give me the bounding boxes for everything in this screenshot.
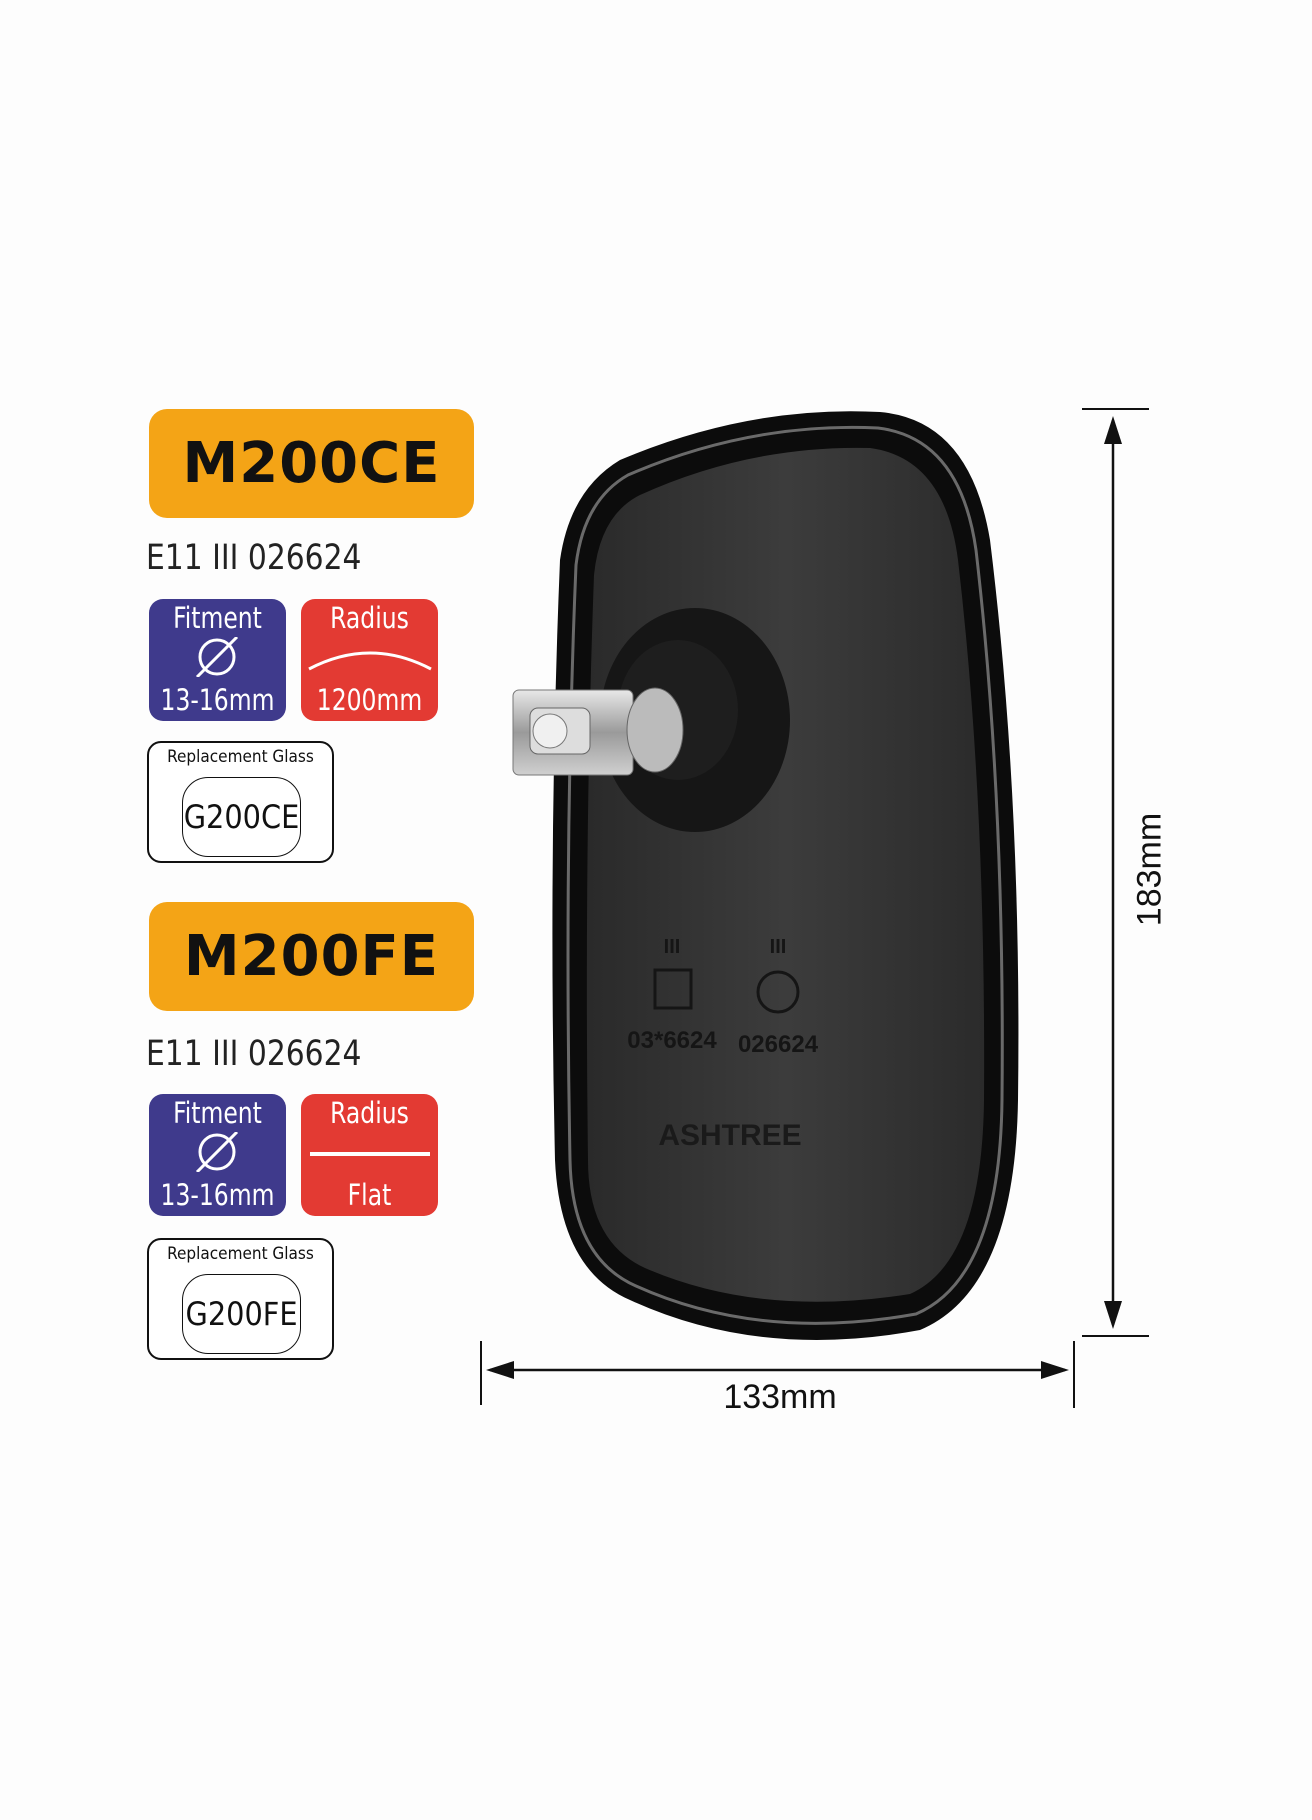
fitment-value: 13-16mm: [160, 1178, 275, 1212]
approval-number-right: 026624: [738, 1031, 819, 1058]
fitment-label: Fitment: [173, 1096, 262, 1130]
radius-label: Radius: [330, 601, 409, 635]
approval-code: E11 III 026624: [146, 538, 362, 578]
radius-badge: Radius 1200mm: [301, 599, 438, 721]
diameter-icon: [195, 1132, 239, 1172]
approval-code: E11 III 026624: [146, 1034, 362, 1074]
arrow-right-icon: [1041, 1361, 1069, 1379]
fitment-value: 13-16mm: [160, 683, 275, 717]
mirror-image: III III 03*6624 026624 ASHTREE: [512, 411, 1019, 1340]
glass-code: G200CE: [182, 777, 301, 857]
diameter-icon: [195, 637, 239, 677]
replacement-glass-box: Replacement Glass G200CE: [147, 741, 334, 863]
arrow-left-icon: [486, 1361, 514, 1379]
replacement-glass-box: Replacement Glass G200FE: [147, 1238, 334, 1360]
flat-line-icon: [310, 1152, 430, 1156]
fitment-badge: Fitment 13-16mm: [149, 599, 286, 721]
fitment-label: Fitment: [173, 601, 262, 635]
replacement-glass-label: Replacement Glass: [167, 747, 314, 767]
height-dimension-label: 183mm: [1130, 812, 1169, 927]
fitment-badge: Fitment 13-16mm: [149, 1094, 286, 1216]
model-badge: M200CE: [149, 409, 474, 518]
radius-value: Flat: [347, 1178, 392, 1212]
arrow-down-icon: [1104, 1301, 1122, 1329]
curve-icon: [308, 651, 432, 671]
width-dimension-label: 133mm: [723, 1378, 837, 1416]
replacement-glass-label: Replacement Glass: [167, 1244, 314, 1264]
model-badge: M200FE: [149, 902, 474, 1011]
approval-number-left: 03*6624: [627, 1027, 717, 1054]
brand-emboss: ASHTREE: [658, 1119, 801, 1152]
radius-value: 1200mm: [316, 683, 423, 717]
radius-badge: Radius Flat: [301, 1094, 438, 1216]
class-mark-right: III: [770, 936, 787, 958]
radius-label: Radius: [330, 1096, 409, 1130]
arrow-up-icon: [1104, 416, 1122, 444]
glass-code: G200FE: [182, 1274, 301, 1354]
class-mark-left: III: [664, 936, 681, 958]
